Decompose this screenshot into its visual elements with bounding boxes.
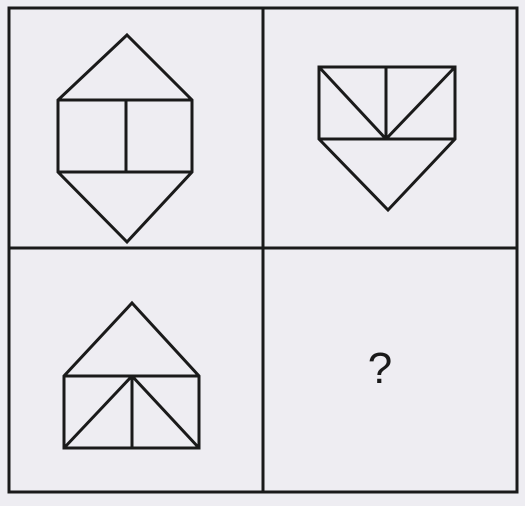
diagonal-left-line xyxy=(62,374,134,450)
diagonal-right-line xyxy=(130,374,201,450)
cell-bottom-left-shape xyxy=(62,300,201,450)
diagonal-left-line xyxy=(317,65,388,141)
question-mark: ? xyxy=(367,344,393,393)
diagonal-right-line xyxy=(384,65,457,141)
cell-top-right-shape xyxy=(317,65,457,213)
pentagon-outline xyxy=(317,65,457,213)
cell-top-left-shape xyxy=(56,32,194,245)
grid-lines xyxy=(7,6,519,494)
